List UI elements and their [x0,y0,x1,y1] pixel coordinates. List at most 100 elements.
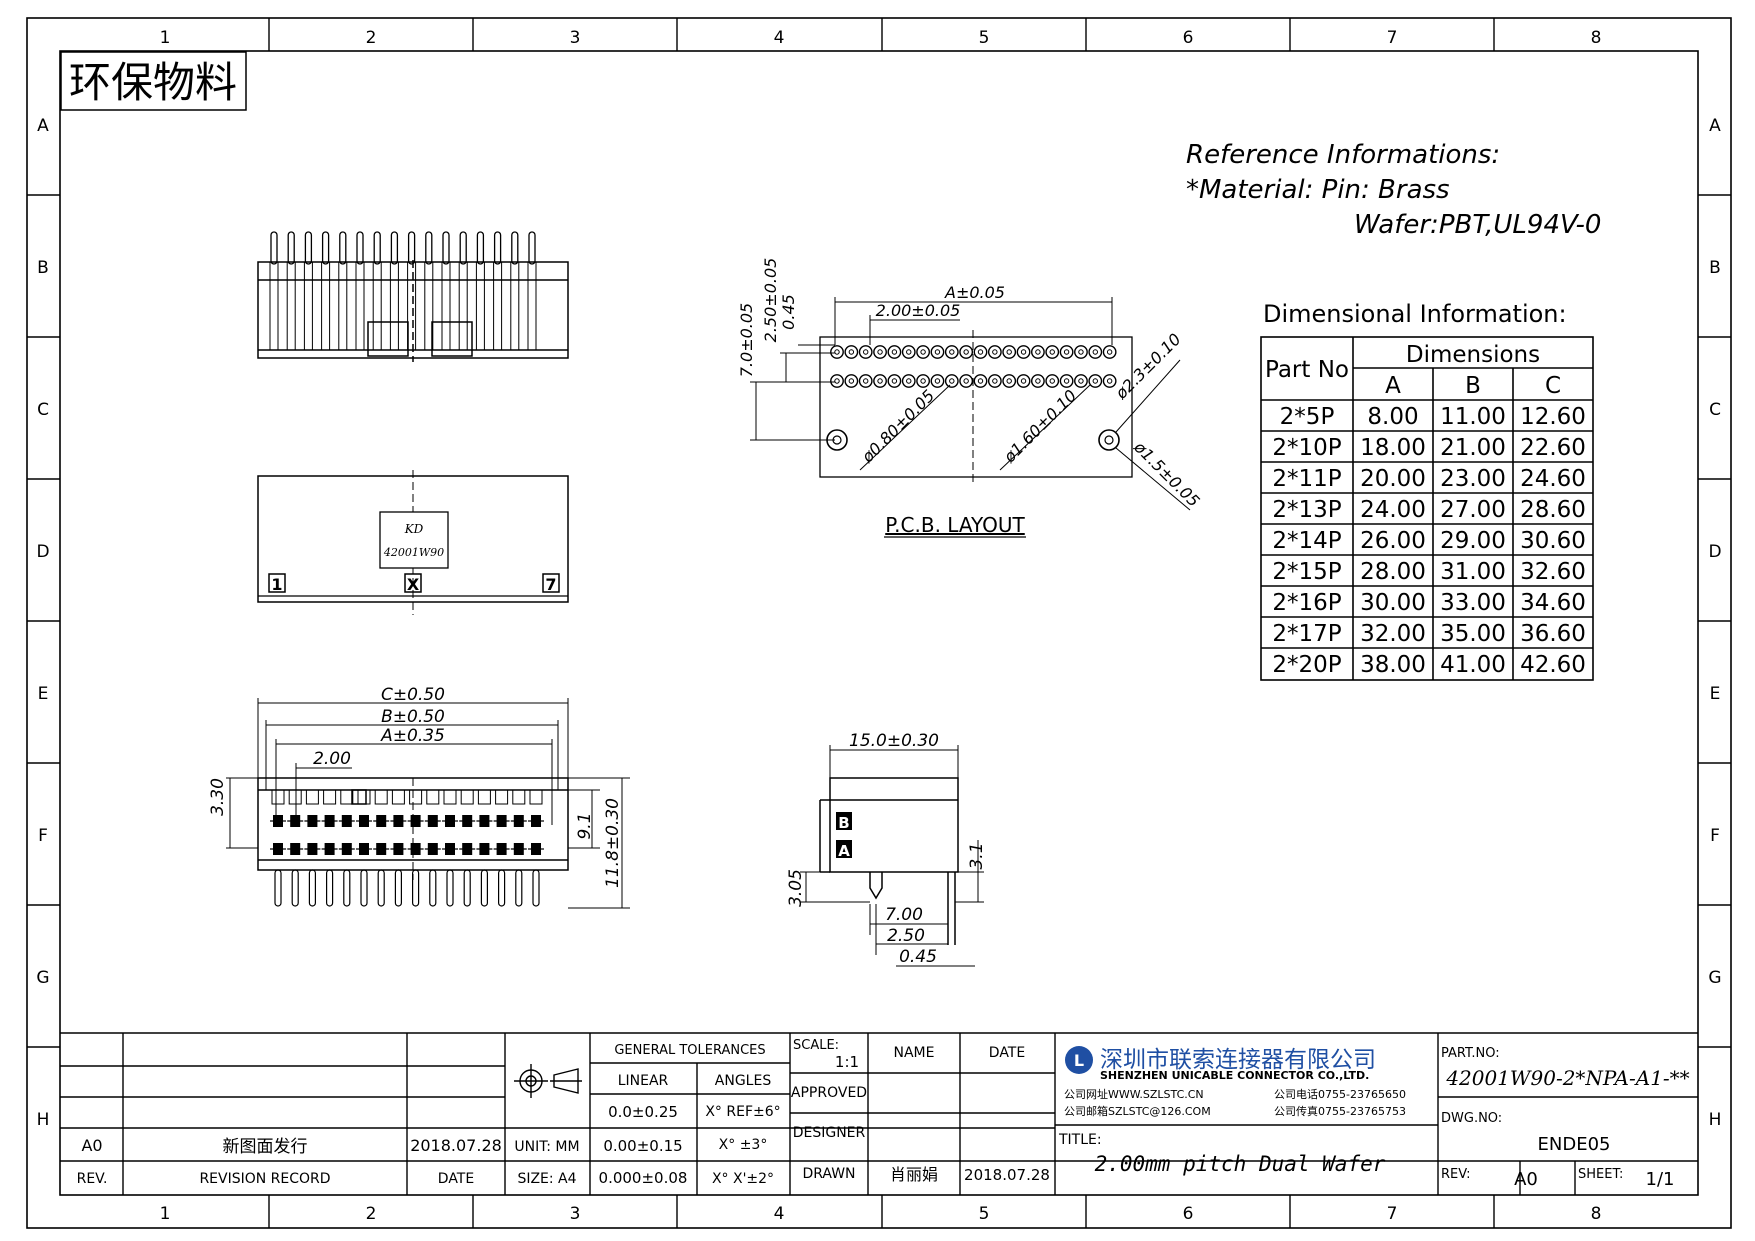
dimensional-heading: Dimensional Information: [1263,300,1567,328]
sheet-value: 1/1 [1646,1169,1675,1190]
col-label: 2 [366,1204,377,1224]
svg-text:28.60: 28.60 [1520,497,1586,523]
rear-pin [442,231,450,265]
svg-text:2*13P: 2*13P [1272,497,1341,523]
pcb-hole-group [830,345,1117,388]
pin-last-marker: 7 [545,575,556,594]
svg-text:41.00: 41.00 [1440,652,1506,678]
eco-stamp: 环保物料 [60,51,247,111]
unit-label: UNIT: MM [514,1139,579,1155]
tail-pin [463,869,471,907]
svg-text:2*14P: 2*14P [1272,528,1341,554]
dimensional-info: Dimensional Information: Part No Dimensi… [1260,300,1594,681]
pcb-dim-045: 0.45 [779,294,798,330]
rear-pin [390,231,399,265]
side-dim-31: 3.1 [967,842,987,869]
pcb-hole [1059,345,1074,359]
tolerance-1: 0.0±0.25 [608,1103,678,1121]
tail-pin [343,869,351,907]
svg-text:32.60: 32.60 [1520,559,1586,585]
col-label: 6 [1183,28,1194,48]
scale-label: SCALE: [793,1038,839,1053]
part-no-label: PART.NO: [1441,1046,1500,1061]
svg-text:28.00: 28.00 [1360,559,1426,585]
col-label: 5 [979,1204,990,1224]
front-dim-c: C±0.50 [381,685,445,705]
svg-text:26.00: 26.00 [1360,528,1426,554]
col-label: 4 [774,1204,785,1224]
row-label: F [38,826,48,846]
col-label: 5 [979,28,990,48]
row-label: D [36,542,49,562]
col-label: 3 [570,1204,581,1224]
rear-pin [528,231,536,265]
tail-pin [515,869,523,907]
rear-pin [270,231,278,265]
pcb-hole [1074,345,1088,359]
designer-label: DESIGNER [793,1125,866,1141]
pcb-hole [858,374,873,388]
tail-pin [394,869,402,907]
row-label: H [37,1110,50,1130]
row-label: D [1708,542,1721,562]
pcb-hole [1002,345,1017,359]
side-dim-045: 0.45 [899,947,937,967]
row-label: G [36,968,49,988]
pcb-hole [1031,374,1045,388]
pcb-hole [830,345,844,359]
company-logo: L [1065,1046,1093,1074]
front-contact-group [270,789,544,907]
svg-text:30.60: 30.60 [1520,528,1586,554]
svg-text:2*10P: 2*10P [1272,435,1341,461]
pcb-hole [930,345,945,359]
rear-pin [459,231,467,265]
rear-pin [476,231,485,265]
table-header-part: Part No [1265,357,1349,383]
pcb-hole [959,345,974,359]
top-view-brand: KD [404,522,424,536]
svg-text:33.00: 33.00 [1440,590,1506,616]
rear-pin [425,231,433,265]
header-rev: REV. [77,1171,108,1187]
svg-text:34.60: 34.60 [1520,590,1586,616]
svg-text:22.60: 22.60 [1520,435,1586,461]
row-label: C [1709,400,1721,420]
drawing-frame [26,17,1732,1229]
col-label: 4 [774,28,785,48]
rear-pin [287,231,295,265]
side-dim-150: 15.0±0.30 [849,731,939,751]
name-header: NAME [894,1045,935,1061]
col-label: 8 [1591,28,1602,48]
drawn-label: DRAWN [802,1166,855,1182]
drawn-date: 2018.07.28 [964,1166,1050,1184]
drawing-title: 2.00mm pitch Dual Wafer [1095,1152,1386,1176]
company-fax: 公司传真0755-23765753 [1274,1104,1406,1118]
rev-code: A0 [81,1136,102,1155]
side-marker-b-label: B [838,814,849,832]
side-marker-b [836,812,852,830]
frame-column-ticks [27,18,1731,1228]
rear-pin-group [269,231,537,350]
svg-text:27.00: 27.00 [1440,497,1506,523]
pcb-dim-pitch: 2.00±0.05 [876,301,961,320]
mount-hole-right [1098,429,1120,451]
col-label: 1 [160,28,171,48]
pcb-hole [1031,345,1045,359]
angle-tol-3: X° X'±2° [712,1171,774,1187]
pcb-hole [901,345,916,359]
col-label: 3 [570,28,581,48]
dwg-no-label: DWG.NO: [1441,1111,1502,1126]
row-label: C [37,400,49,420]
front-view-drawing: C±0.50 B±0.50 A±0.35 2.00 3.30 9.1 11.8±… [208,685,630,909]
pcb-hole [844,345,859,359]
row-label: F [1710,826,1720,846]
tail-pin [480,869,488,907]
rear-pin [407,231,416,265]
